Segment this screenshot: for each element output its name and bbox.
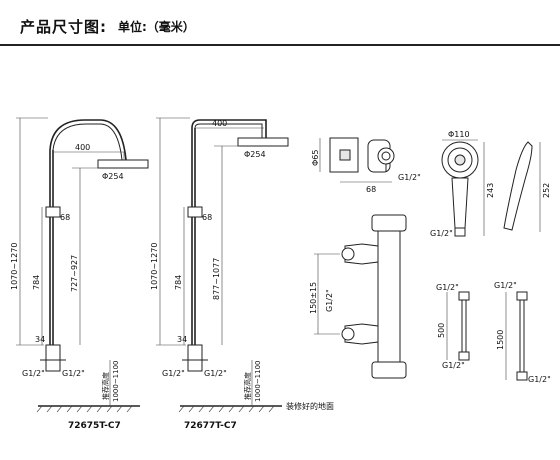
dim-hose-short: 500: [437, 323, 446, 338]
dim-inner-right: 877~1077: [212, 258, 221, 300]
hose-short: [446, 291, 470, 361]
hose-long: [505, 291, 528, 381]
model-right: 72677T-C7: [184, 421, 237, 431]
dim-hose-long-inlet-bottom: G1/2": [528, 375, 551, 384]
dim-install-left: 1000~1100: [112, 361, 120, 403]
mixer-body: [377, 230, 401, 378]
dim-body-left: 784: [32, 275, 41, 290]
dim-hand-side: 252: [542, 183, 551, 198]
dim-hand-inlet: G1/2": [430, 229, 453, 238]
dim-holder-depth: 68: [366, 185, 376, 194]
dim-mixer-inlet: G1/2": [325, 289, 334, 312]
shower-head-left: [97, 159, 149, 169]
model-left: 72675T-C7: [68, 421, 121, 431]
dim-centre-spacing: 150±15: [309, 282, 318, 314]
page-title: 产品尺寸图:: [20, 18, 107, 36]
dim-hand-length: 243: [486, 183, 495, 198]
dim-head-left: Φ254: [102, 172, 124, 181]
dim-offset-left: 68: [60, 213, 70, 222]
unit-note: 单位:（毫米）: [118, 20, 195, 34]
wall-bracket-left: [45, 206, 61, 218]
header-divider: [0, 44, 560, 46]
bottom-connector: [344, 323, 379, 345]
hand-shower-holder: [319, 137, 395, 183]
mixer-body-right: [187, 344, 203, 372]
dim-holder-inlet: G1/2": [398, 173, 421, 182]
curved-arm-left: [49, 119, 127, 161]
dim-hose-long-inlet-top: G1/2": [494, 281, 517, 290]
dim-inlet-left-b: G1/2": [62, 369, 85, 378]
dim-inlet-right-b: G1/2": [204, 369, 227, 378]
dim-arm-right: 400: [212, 119, 227, 128]
dim-gap-right: 34: [177, 335, 187, 344]
dim-head-right: Φ254: [244, 150, 266, 159]
dim-tube-right: 1070~1270: [150, 243, 159, 290]
shower-set-left: [16, 117, 149, 413]
dim-tube-left: 1070~1270: [10, 243, 19, 290]
thermostatic-mixer: [314, 214, 407, 379]
dim-hose-long: 1500: [496, 330, 505, 350]
dim-inlet-right-a: G1/2": [162, 369, 185, 378]
shower-set-right: [156, 117, 289, 413]
dim-hand-diameter: Φ110: [448, 130, 470, 139]
dim-body-right: 784: [174, 275, 183, 290]
page-header: 产品尺寸图: 单位:（毫米）: [0, 0, 560, 42]
mixer-bottom-knob: [371, 361, 407, 379]
dim-install-right: 1000~1100: [254, 361, 262, 403]
dim-hose-short-inlet-bottom: G1/2": [442, 361, 465, 370]
dim-gap-left: 34: [35, 335, 45, 344]
dim-inner-left: 727~927: [70, 255, 79, 292]
shower-head-right: [237, 137, 289, 147]
dim-inlet-left-a: G1/2": [22, 369, 45, 378]
top-connector: [344, 243, 379, 265]
dim-install-note-left: 推荐高度: [101, 372, 110, 400]
wall-bracket-right: [187, 206, 203, 218]
floor-label: 装修好的地面: [286, 401, 334, 411]
dim-holder-diameter: Φ65: [311, 150, 320, 166]
hand-shower-profile: [503, 141, 533, 231]
straight-arm-right: [191, 119, 267, 138]
mixer-body-left: [45, 344, 61, 372]
hand-shower-side: [503, 141, 541, 232]
mixer-top-knob: [371, 214, 407, 232]
hand-shower-front: [441, 139, 485, 237]
dim-arm-left: 400: [75, 143, 90, 152]
dim-offset-right: 68: [202, 213, 212, 222]
dim-install-note-right: 推荐高度: [243, 372, 252, 400]
dim-hose-short-inlet-top: G1/2": [436, 283, 459, 292]
hand-shower-handle: [451, 177, 469, 229]
